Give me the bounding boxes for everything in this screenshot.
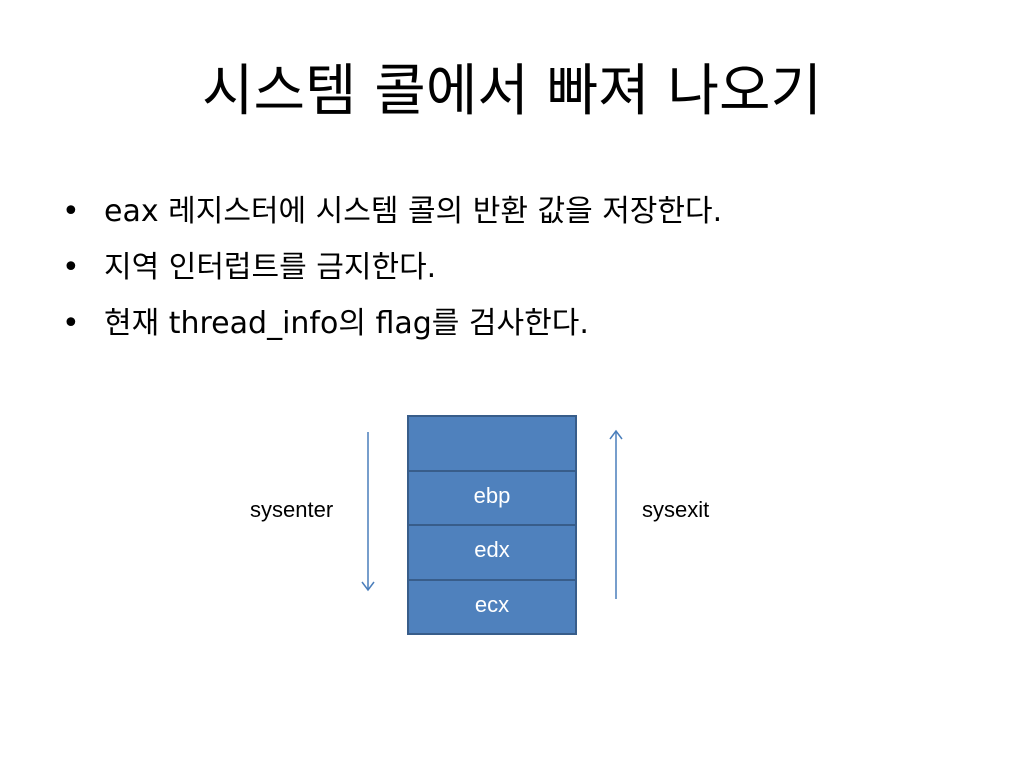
bullet-dot: • (62, 250, 80, 285)
bullet-text: 지역 인터럽트를 금지한다. (104, 250, 437, 285)
stack-cell-ecx: ecx (407, 578, 577, 635)
stack-cell-edx: edx (407, 524, 577, 581)
bullet-item: • 지역 인터럽트를 금지한다. (56, 240, 996, 296)
up-arrow-icon (609, 429, 623, 599)
down-arrow-icon (361, 432, 375, 592)
slide-title: 시스템 콜에서 빠져 나오기 (201, 59, 823, 124)
stack-cell-ebp: ebp (407, 469, 577, 526)
bullet-item: • 현재 thread_info의 flag를 검사한다. (56, 296, 996, 352)
bullet-text: eax 레지스터에 시스템 콜의 반환 값을 저장한다. (104, 194, 723, 229)
bullet-item: • eax 레지스터에 시스템 콜의 반환 값을 저장한다. (56, 184, 996, 240)
bullet-text: 현재 thread_info의 flag를 검사한다. (104, 306, 589, 341)
register-stack: ebp edx ecx (407, 415, 577, 641)
sysexit-label: sysexit (642, 497, 710, 522)
bullet-dot: • (62, 194, 80, 229)
bullet-list: • eax 레지스터에 시스템 콜의 반환 값을 저장한다. • 지역 인터럽트… (56, 184, 996, 352)
stack-cell-empty (407, 415, 577, 472)
bullet-dot: • (62, 306, 80, 341)
sysenter-label: sysenter (250, 497, 334, 522)
